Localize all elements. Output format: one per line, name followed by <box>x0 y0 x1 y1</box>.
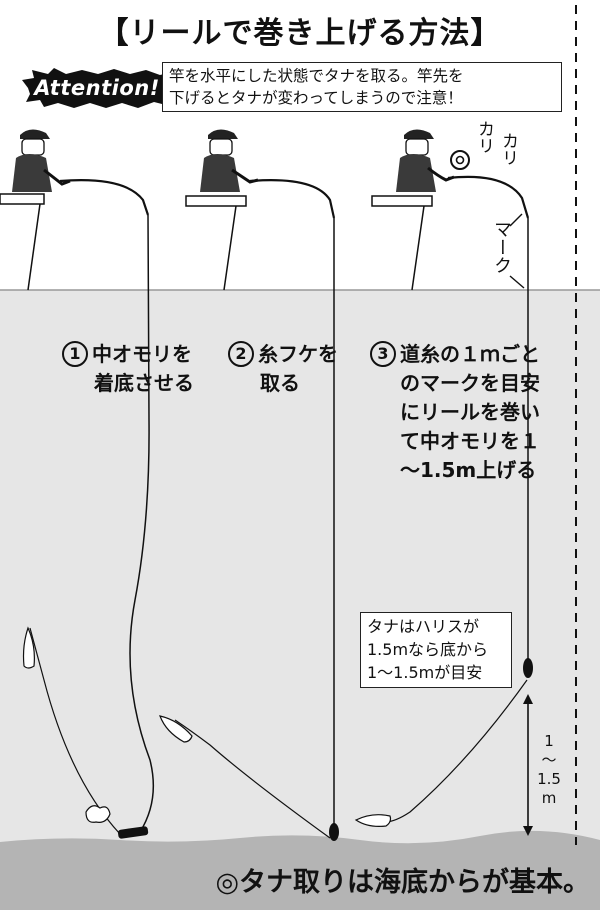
mark-pointer-2 <box>509 275 525 289</box>
rod-2 <box>249 179 336 219</box>
angler-2 <box>200 129 259 192</box>
range-arrow-head-bottom <box>523 826 533 836</box>
tana-note-line-3: 1〜1.5mが目安 <box>367 663 483 682</box>
sinker-2 <box>329 823 339 841</box>
rod-3 <box>447 175 530 219</box>
kari-label-2: カリ <box>498 132 518 166</box>
page-title: 【リールで巻き上げる方法】 <box>98 16 502 51</box>
boat-edge-2 <box>185 195 247 291</box>
step-3-line-2: のマークを目安 <box>400 371 540 395</box>
step-3-line-1: 道糸の１ｍごと <box>400 342 540 366</box>
step-3-line-5: 〜1.5m上げる <box>400 458 537 482</box>
tana-note-box: タナはハリスが 1.5mなら底から 1〜1.5mが目安 <box>360 612 512 688</box>
range-label: 1 〜 1.5 m <box>532 732 566 808</box>
notice-line-2: 下げるとタナが変わってしまうので注意！ <box>169 89 463 107</box>
bait-1 <box>22 626 35 669</box>
notice-line-1: 竿を水平にした状態でタナを取る。竿先を <box>169 67 464 85</box>
bait-3 <box>354 814 392 827</box>
footer-note: ◎タナ取りは海底からが基本。 <box>215 867 590 898</box>
reel-spin-icon <box>450 150 470 170</box>
leader-line-3 <box>384 679 528 823</box>
leader-line-1 <box>29 627 121 835</box>
sand-puff <box>85 805 111 823</box>
range-label-2: 〜 <box>541 751 557 769</box>
angler-1 <box>12 129 71 192</box>
mark-label: マーク <box>491 220 512 274</box>
angler-3 <box>396 129 455 192</box>
sinker-1 <box>117 826 149 839</box>
tana-note-line-1: タナはハリスが <box>367 617 480 636</box>
step-2-line-2: 取る <box>260 371 300 395</box>
step-3-line-4: て中オモリを１ <box>400 429 540 453</box>
range-label-4: m <box>541 789 557 807</box>
tana-note-line-2: 1.5mなら底から <box>367 640 489 659</box>
range-arrow-head-top <box>523 694 533 704</box>
boat-edge-3 <box>371 195 433 291</box>
step-1-line-1: 中オモリを <box>92 342 192 366</box>
sea-water <box>0 290 600 850</box>
mark-pointer-1 <box>509 213 523 227</box>
step-1-line-2: 着底させる <box>94 371 194 395</box>
range-label-3: 1.5 <box>537 770 561 788</box>
step-2-line-1: 糸フケを <box>258 342 338 366</box>
attention-notice: 竿を水平にした状態でタナを取る。竿先を 下げるとタナが変わってしまうので注意！ <box>162 62 562 112</box>
boat-edge-1 <box>0 193 45 291</box>
step-3-number: 3 <box>370 341 396 367</box>
step-3-line-3: にリールを巻い <box>400 400 540 424</box>
attention-label: Attention! <box>34 76 160 100</box>
attention-burst-icon <box>22 68 172 108</box>
attention-badge: Attention! <box>22 68 172 108</box>
step-1-number: 1 <box>62 341 88 367</box>
seabed <box>0 830 600 910</box>
kari-label-1: カリ <box>474 120 494 154</box>
range-label-1: 1 <box>544 732 554 750</box>
sinker-3 <box>523 658 533 678</box>
leader-line-2 <box>174 719 331 839</box>
rod-1 <box>59 179 150 216</box>
fishing-line-1 <box>129 214 155 833</box>
bait-2 <box>159 715 193 743</box>
step-2-number: 2 <box>228 341 254 367</box>
